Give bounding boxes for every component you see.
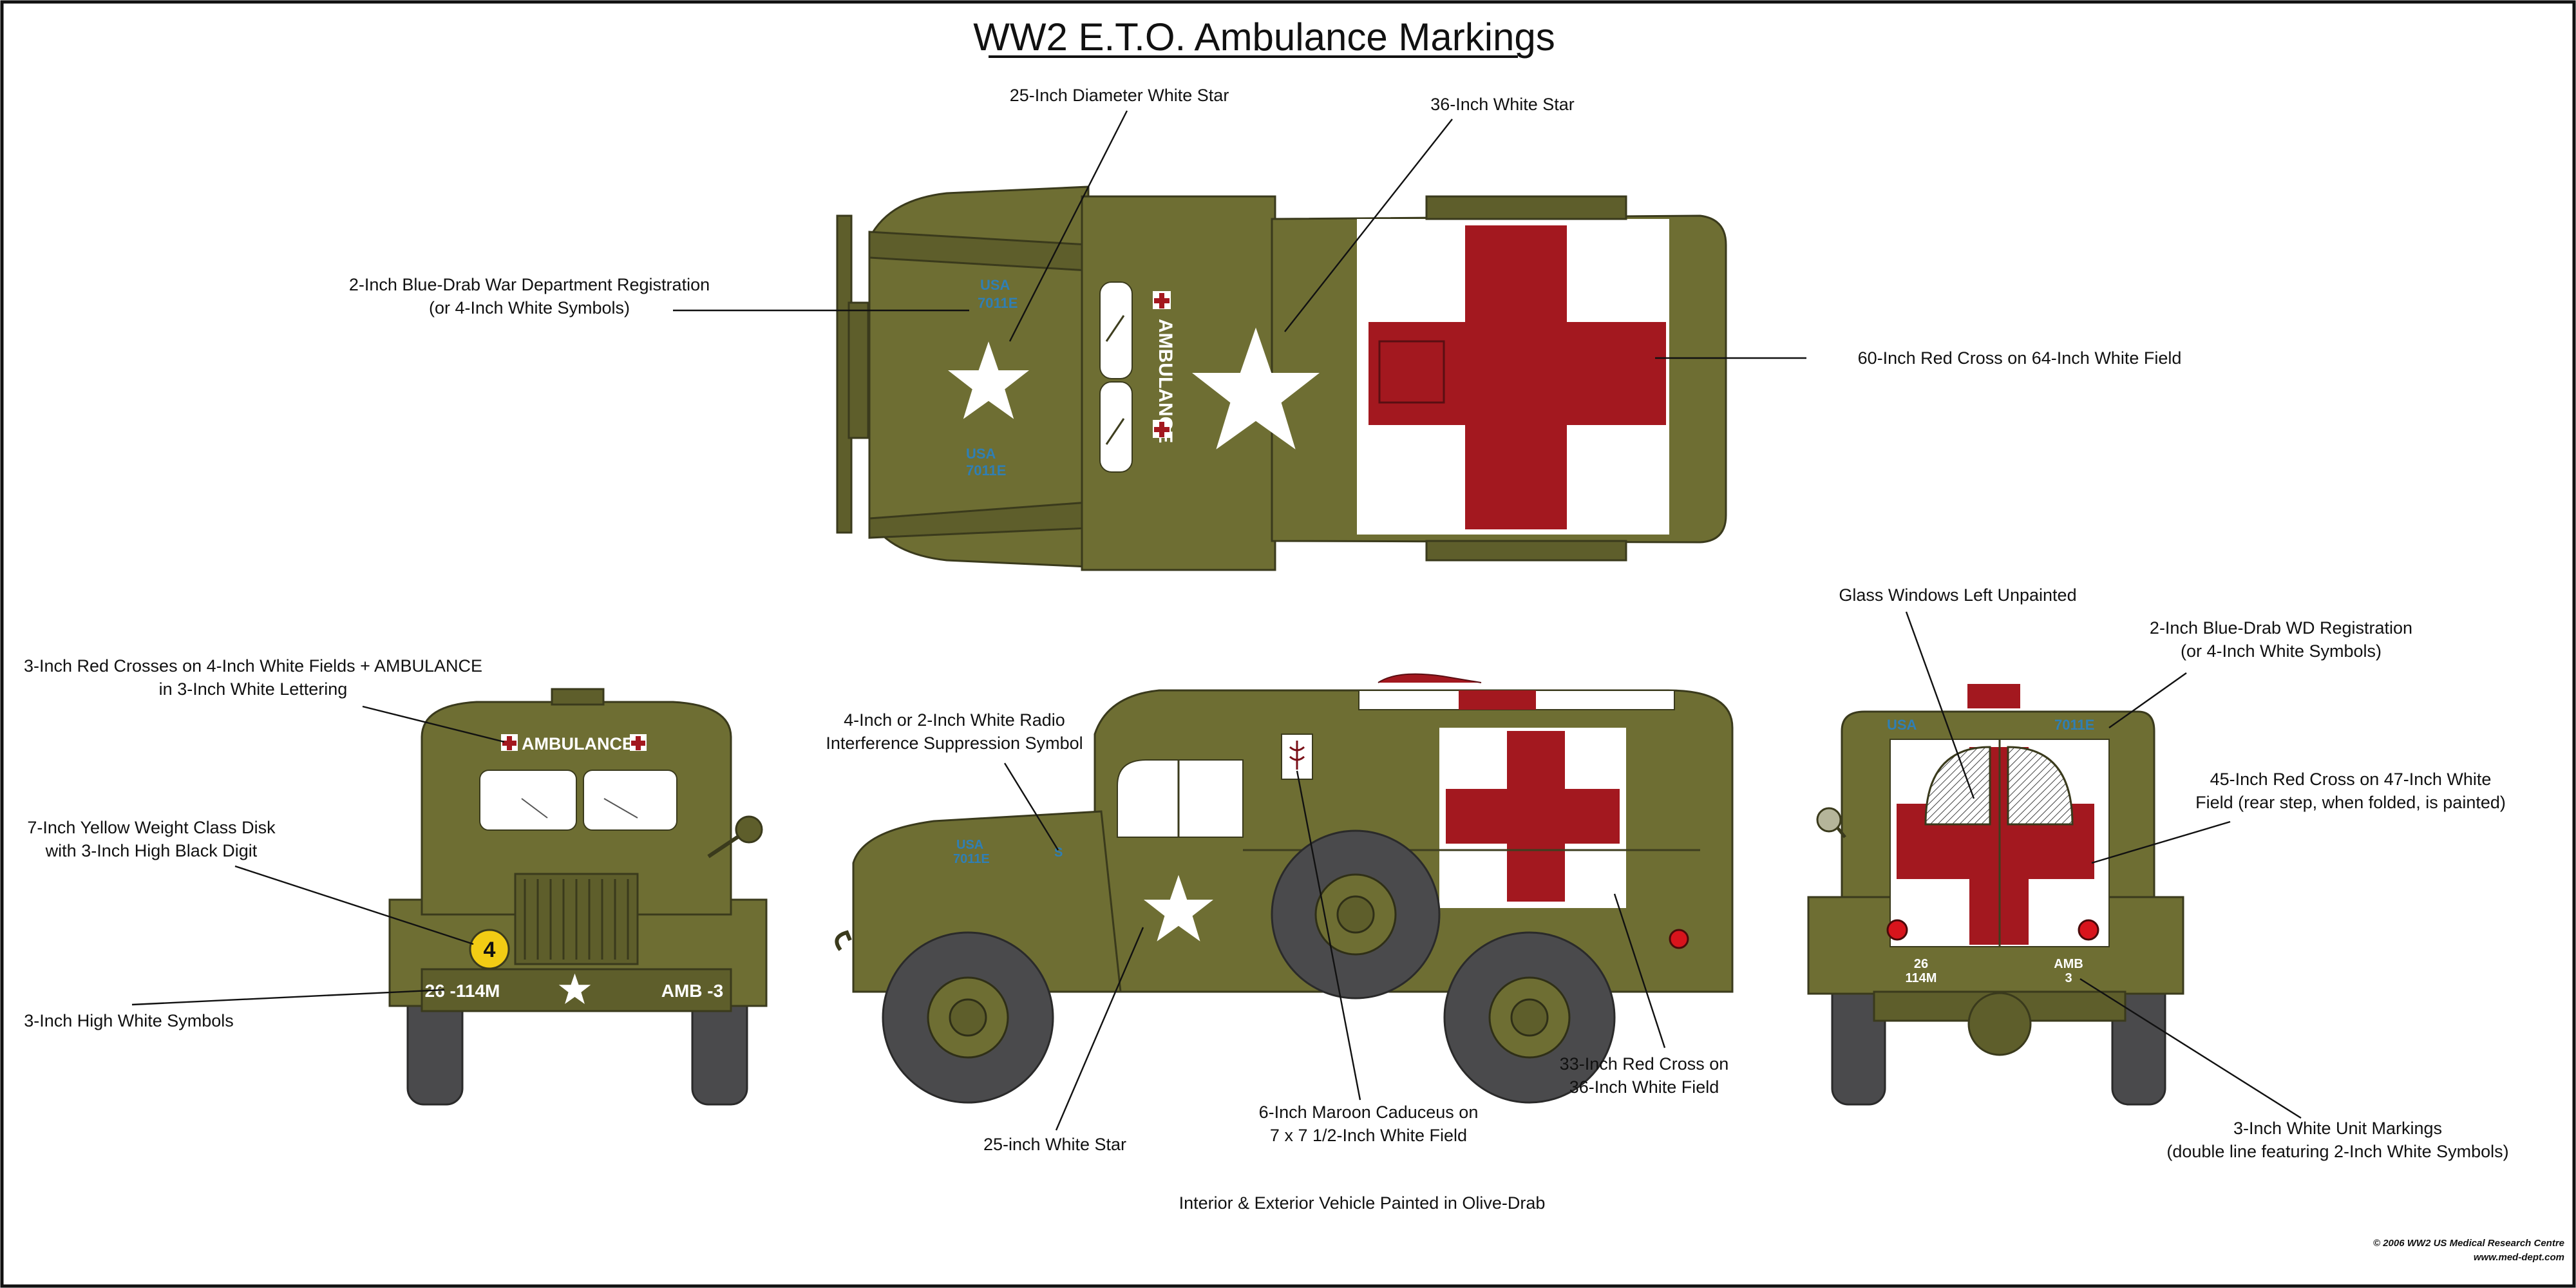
side-red-cross-33in [1446,731,1620,902]
label-red-cross-60in: 60-Inch Red Cross on 64-Inch White Field [1858,348,2182,368]
side-registration-number: 7011E [953,852,990,866]
label-rear-registration-1: 2-Inch Blue-Drab WD Registration [2150,618,2412,638]
label-star-25in-top: 25-Inch Diameter White Star [1010,86,1229,105]
label-radio-symbol-2: Interference Suppression Symbol [826,734,1083,753]
front-windshield-left [479,770,577,831]
front-windshield-right [583,770,677,831]
label-glass-windows: Glass Windows Left Unpainted [1839,585,2076,605]
side-cab-window [1117,759,1244,838]
label-rear-registration-2: (or 4-Inch White Symbols) [2181,641,2382,661]
label-radio-symbol-1: 4-Inch or 2-Inch White Radio [844,710,1065,730]
label-front-symbols: 3-Inch High White Symbols [24,1011,234,1030]
label-weight-disk-2: with 3-Inch High Black Digit [45,841,258,860]
label-front-crosses-1: 3-Inch Red Crosses on 4-Inch White Field… [24,656,482,676]
rear-bumper-left-1: 26 [1914,957,1928,971]
top-windshield-left [1099,281,1133,379]
rear-bumper-right-2: 3 [2065,971,2072,985]
top-registration-top-number: 7011E [978,295,1018,311]
front-weight-class-digit: 4 [484,938,496,962]
side-view-vehicle: USA 7011E S [835,673,1734,1104]
credit-line-1: © 2006 WW2 US Medical Research Centre [2373,1238,2564,1249]
label-unit-markings-1: 3-Inch White Unit Markings [2233,1119,2442,1138]
label-unit-markings-2: (double line featuring 2-Inch White Symb… [2166,1142,2508,1161]
rear-window-right [2007,746,2074,826]
top-registration-bottom: USA [966,446,996,462]
rear-bumper-left-2: 114M [1906,971,1937,985]
top-windshield-right [1099,381,1133,473]
front-bumper-right-marking: AMB -3 [661,981,723,1001]
top-red-cross-60in [1368,225,1666,529]
rear-tail-light-right [2078,919,2099,941]
top-grille [848,301,869,439]
side-registration-usa: USA [956,838,983,852]
rear-registration-number: 7011E [2054,717,2094,733]
front-ambulance-lettering: AMBULANCE [522,734,634,753]
label-interior-exterior: Interior & Exterior Vehicle Painted in O… [1179,1193,1546,1213]
top-registration-bottom-number: 7011E [966,462,1006,478]
label-caduceus-1: 6-Inch Maroon Caduceus on [1259,1103,1479,1122]
front-view-vehicle: AMBULANCE 4 26 -114M AMB -3 [388,688,768,1106]
label-front-crosses-2: in 3-Inch White Lettering [159,679,348,699]
label-wd-registration-2: (or 4-Inch White Symbols) [429,298,630,317]
credit-line-2: www.med-dept.com [2474,1252,2564,1263]
label-star-25in-side: 25-inch White Star [983,1135,1126,1154]
side-radio-symbol: S [1054,846,1063,860]
rear-window-left [1924,746,1991,826]
rear-registration-usa: USA [1887,717,1917,733]
rear-roof-light [1967,684,2020,708]
label-wd-registration-1: 2-Inch Blue-Drab War Department Registra… [349,275,710,294]
rear-red-cross-45in [1897,747,2094,945]
label-red-cross-33in-1: 33-Inch Red Cross on [1560,1054,1729,1074]
side-caduceus [1289,741,1305,770]
page-title: WW2 E.T.O. Ambulance Markings [973,15,1555,59]
label-red-cross-45in-1: 45-Inch Red Cross on 47-Inch White [2210,770,2492,789]
rear-tail-light-left [1886,919,1908,941]
rear-differential [1967,992,2032,1056]
label-red-cross-45in-2: Field (rear step, when folded, is painte… [2195,793,2506,812]
label-star-36in: 36-Inch White Star [1430,95,1575,114]
label-weight-disk-1: 7-Inch Yellow Weight Class Disk [27,818,276,837]
top-view-vehicle: USA 7011E USA 7011E AMBULANCE [836,185,1727,571]
top-registration-top: USA [980,277,1010,293]
rear-view-vehicle: USA 7011E 26 114M AMB 3 [1807,684,2184,1106]
label-caduceus-2: 7 x 7 1/2-Inch White Field [1270,1126,1467,1145]
rear-bumper-right-1: AMB [2054,957,2083,971]
label-red-cross-33in-2: 36-Inch White Field [1569,1077,1719,1097]
